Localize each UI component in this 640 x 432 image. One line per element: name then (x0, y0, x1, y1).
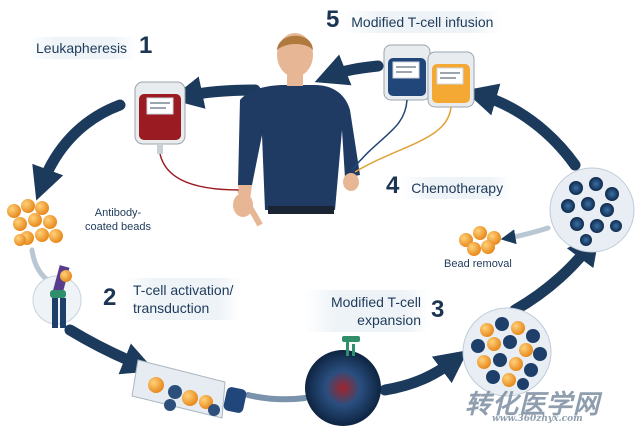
step-1-label: Leukapheresis 1 (28, 32, 152, 60)
beads-annotation-line-2: coated beads (84, 221, 152, 233)
step-5-label: 5 Modified T-cell infusion (326, 6, 502, 34)
step-4-label: 4 Chemotherapy (386, 172, 512, 200)
expansion-culture-icon (462, 307, 552, 397)
step-2-number: 2 (103, 284, 117, 311)
arrow-flask-to-cell (245, 392, 308, 403)
step-4-text: Chemotherapy (403, 177, 512, 199)
modified-tcell-icon (305, 336, 381, 426)
culture-flask-icon (131, 359, 247, 419)
step-3-number: 3 (431, 296, 445, 323)
arrow-bags-to-patient (314, 54, 384, 86)
step-2-text: T-cell activation/ transduction (125, 278, 242, 320)
beads-annotation-line-1: Antibody- (94, 207, 142, 219)
arrow-cell-to-culture (379, 350, 469, 396)
watermark-logo: 转化医学网 (465, 390, 601, 420)
step-2-line-1: T-cell activation/ (133, 282, 234, 298)
purified-tcells-icon (549, 167, 635, 253)
beads-annotation: Antibody- coated beads (78, 206, 158, 234)
step-3-line-2: expansion (357, 312, 421, 328)
arrow-circle-to-bags (464, 83, 581, 171)
step-3-line-1: Modified T-cell (330, 294, 421, 310)
arrow-patient-to-bag (169, 76, 261, 109)
arrow-culture-to-circle (509, 231, 600, 316)
antibody-beads-icon (7, 199, 63, 246)
infusion-bags-icon (351, 44, 475, 173)
blood-bag-icon (134, 81, 241, 191)
arrow-bag-to-beads (32, 99, 126, 201)
step-4-number: 4 (386, 172, 400, 199)
bead-removal-annotation: Bead removal (444, 258, 512, 270)
step-5-number: 5 (326, 6, 340, 33)
arrow-activation-to-flask (64, 324, 156, 375)
step-2-line-2: transduction (133, 300, 210, 316)
watermark-url: www.360zhyx.com (492, 414, 583, 424)
arrow-beads-to-activation (29, 247, 53, 285)
removed-beads-icon (459, 226, 501, 256)
arrow-bead-removal (500, 225, 551, 245)
step-1-text: Leukapheresis (28, 37, 136, 59)
cycle-arrows (29, 54, 600, 403)
patient-figure (233, 33, 360, 227)
step-3-text: Modified T-cell expansion (305, 290, 429, 332)
step-1-number: 1 (138, 32, 153, 59)
step-5-text: Modified T-cell infusion (343, 11, 502, 33)
tcell-activation-icon (32, 265, 82, 328)
